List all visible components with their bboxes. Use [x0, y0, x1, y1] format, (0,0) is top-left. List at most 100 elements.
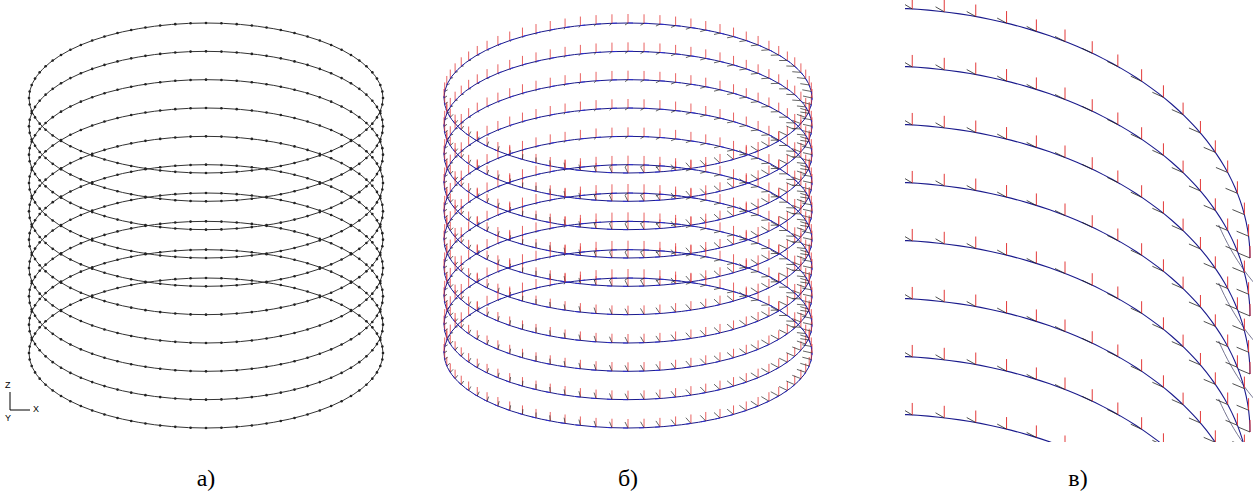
mesh-node [318, 381, 321, 384]
mesh-node [381, 260, 384, 263]
local-axis [536, 137, 537, 146]
local-axis [727, 154, 733, 159]
local-axis [705, 106, 706, 115]
local-axis [686, 84, 691, 86]
local-axis [768, 251, 769, 260]
mesh-node [365, 207, 368, 210]
mesh-node [358, 88, 361, 91]
mesh-node [38, 298, 41, 301]
local-axis [494, 263, 498, 264]
mesh-node [103, 205, 106, 208]
local-axis [450, 219, 453, 221]
local-axis [477, 188, 478, 197]
local-axis [484, 230, 487, 232]
local-axis [623, 286, 628, 287]
local-axis [639, 314, 644, 315]
mesh-node [330, 348, 333, 351]
mesh-node [381, 245, 384, 248]
local-axis [446, 161, 447, 170]
local-axis [596, 52, 601, 53]
mesh-node [44, 150, 47, 153]
local-axis [522, 267, 523, 272]
local-axis [797, 143, 806, 146]
local-axis [546, 221, 551, 223]
local-axis [727, 65, 733, 66]
local-axis [686, 248, 691, 254]
mesh-node [34, 201, 37, 204]
mesh-node [376, 201, 379, 204]
local-axis [706, 58, 711, 60]
mesh-node [189, 398, 192, 401]
ring-line [29, 165, 383, 315]
local-axis [779, 245, 787, 249]
local-axis [450, 77, 453, 79]
local-axis [477, 138, 480, 140]
local-axis [565, 75, 566, 84]
mesh-node [280, 278, 283, 281]
local-axis [705, 21, 706, 30]
local-axis [487, 48, 490, 50]
mesh-node [38, 207, 41, 210]
mesh-node [340, 133, 343, 136]
mesh-node [80, 150, 83, 153]
mesh-node [116, 117, 119, 120]
mesh-node [251, 279, 254, 282]
local-axis [700, 143, 706, 145]
local-axis [444, 96, 445, 98]
ring-line [29, 108, 383, 258]
local-axis [444, 82, 445, 91]
mesh-node [28, 245, 31, 248]
local-axis [644, 99, 645, 108]
mesh-node [381, 147, 384, 150]
local-axis [761, 106, 769, 108]
mesh-node [34, 304, 37, 307]
local-axis [802, 231, 811, 233]
mesh-node [330, 100, 333, 103]
mesh-node [44, 242, 47, 245]
local-axis [509, 117, 510, 126]
local-axis [729, 273, 733, 274]
local-axis [676, 110, 681, 112]
local-axis [628, 127, 629, 136]
mesh-node [340, 343, 343, 346]
mesh-node [159, 24, 162, 27]
local-axis [675, 45, 676, 54]
local-axis [811, 96, 812, 105]
local-axis [733, 264, 734, 273]
mesh-node [34, 162, 37, 165]
local-axis [450, 162, 453, 164]
local-axis [494, 150, 498, 151]
mesh-node [330, 206, 333, 209]
mesh-node [293, 247, 296, 250]
local-axis [612, 136, 617, 137]
local-axis [751, 203, 758, 208]
mesh-node [116, 258, 119, 261]
local-axis [686, 276, 691, 282]
mesh-node [379, 169, 382, 172]
mesh-node [371, 156, 374, 159]
mesh-node [350, 110, 353, 113]
local-axis [594, 24, 596, 26]
mesh-node [189, 50, 192, 53]
mesh-node [30, 112, 33, 115]
local-axis [607, 229, 612, 230]
local-axis [676, 138, 681, 140]
local-axis [716, 191, 720, 192]
mesh-node [220, 249, 223, 252]
local-axis [522, 239, 523, 244]
mesh-node [358, 304, 361, 307]
local-axis [625, 252, 628, 258]
mesh-node [28, 210, 31, 213]
local-axis [705, 49, 706, 58]
local-axis [536, 154, 537, 163]
mesh-node [306, 413, 309, 416]
mesh-node [159, 166, 162, 169]
local-axis [459, 241, 461, 243]
mesh-node [44, 292, 47, 295]
local-axis [686, 191, 691, 197]
local-axis [455, 155, 457, 157]
mesh-node [306, 356, 309, 359]
mesh-node [358, 361, 361, 364]
local-axis [727, 93, 733, 94]
local-axis [576, 311, 581, 313]
